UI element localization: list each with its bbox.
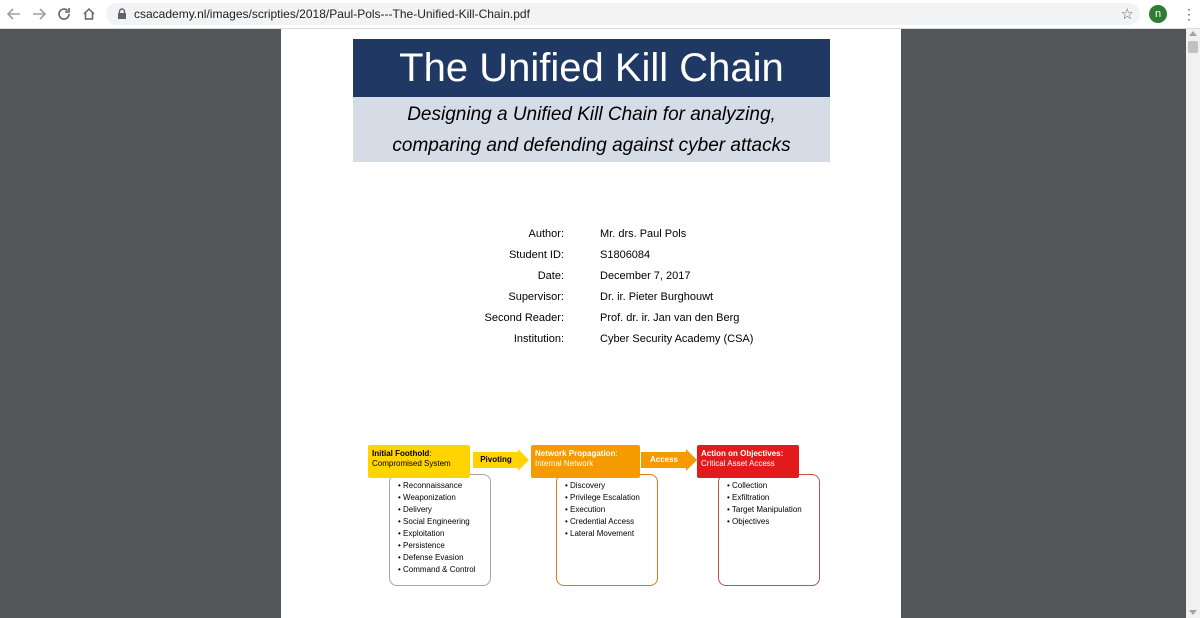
star-icon[interactable]: ☆	[1120, 6, 1134, 23]
arrow-label: Access	[641, 452, 687, 468]
reload-icon[interactable]	[54, 4, 74, 24]
info-label: Date:	[537, 270, 564, 282]
stage-title: Network Propagation:	[535, 449, 618, 458]
info-label: Author:	[528, 228, 564, 240]
browser-toolbar: csacademy.nl/images/scripties/2018/Paul-…	[0, 0, 1200, 29]
list-item: Exfiltration	[727, 492, 819, 504]
pdf-page: The Unified Kill Chain Designing a Unifi…	[281, 29, 901, 618]
subtitle-line-1: Designing a Unified Kill Chain for analy…	[407, 104, 776, 125]
document-subtitle: Designing a Unified Kill Chain for analy…	[353, 97, 830, 162]
info-label: Supervisor:	[508, 291, 564, 303]
subtitle-line-2: comparing and defending against cyber at…	[392, 135, 791, 156]
info-value: Cyber Security Academy (CSA)	[600, 333, 754, 345]
info-value: Mr. drs. Paul Pols	[600, 228, 687, 240]
list-item: Execution	[565, 504, 657, 516]
avatar[interactable]: n	[1149, 5, 1167, 23]
list-item: Social Engineering	[398, 516, 490, 528]
info-value: Prof. dr. ir. Jan van den Berg	[600, 312, 740, 324]
stage-list-initial-foothold: Reconnaissance Weaponization Delivery So…	[389, 474, 491, 586]
list-item: Discovery	[565, 480, 657, 492]
pdf-viewer: The Unified Kill Chain Designing a Unifi…	[0, 29, 1186, 618]
lock-icon	[118, 8, 126, 19]
list-item: Objectives	[727, 516, 819, 528]
stage-list-action-on-objectives: Collection Exfiltration Target Manipulat…	[718, 474, 820, 586]
kebab-menu-icon[interactable]: ⋮	[1182, 6, 1196, 22]
list-item: Delivery	[398, 504, 490, 516]
stage-header-action-on-objectives: Action on Objectives: Critical Asset Acc…	[697, 445, 799, 478]
list-item: Target Manipulation	[727, 504, 819, 516]
stage-header-initial-foothold: Initial Foothold: Compromised System	[368, 445, 470, 478]
list-item: Lateral Movement	[565, 528, 657, 540]
list-item: Persistence	[398, 540, 490, 552]
arrow-access: Access	[641, 449, 697, 471]
info-value: December 7, 2017	[600, 270, 691, 282]
forward-arrow-icon[interactable]	[29, 4, 49, 24]
arrow-head	[686, 449, 697, 471]
vertical-scrollbar[interactable]	[1186, 29, 1200, 618]
arrow-pivoting: Pivoting	[473, 449, 529, 471]
arrow-label: Pivoting	[473, 452, 519, 468]
url-text: csacademy.nl/images/scripties/2018/Paul-…	[134, 7, 530, 21]
document-title: The Unified Kill Chain	[353, 39, 830, 97]
stage-title: Action on Objectives:	[701, 449, 784, 458]
info-label: Student ID:	[508, 249, 564, 261]
stage-title: Initial Foothold:	[372, 449, 432, 458]
address-bar[interactable]: csacademy.nl/images/scripties/2018/Paul-…	[106, 3, 1140, 25]
scroll-thumb[interactable]	[1188, 41, 1198, 53]
info-value: S1806084	[600, 249, 651, 261]
stage-subtitle: Internal Network	[535, 459, 594, 468]
list-item: Weaponization	[398, 492, 490, 504]
back-arrow-icon[interactable]	[4, 4, 24, 24]
list-item: Privilege Escalation	[565, 492, 657, 504]
stage-header-network-propagation: Network Propagation: Internal Network	[531, 445, 640, 478]
stage-subtitle: Critical Asset Access	[701, 459, 775, 468]
home-icon[interactable]	[79, 4, 99, 24]
info-label: Institution:	[513, 333, 564, 345]
scroll-down-icon[interactable]	[1189, 610, 1197, 615]
info-value: Dr. ir. Pieter Burghouwt	[600, 291, 714, 303]
list-item: Exploitation	[398, 528, 490, 540]
list-item: Collection	[727, 480, 819, 492]
stage-list-network-propagation: Discovery Privilege Escalation Execution…	[556, 474, 658, 586]
scroll-up-icon[interactable]	[1189, 31, 1197, 36]
stage-subtitle: Compromised System	[372, 459, 451, 468]
list-item: Defense Evasion	[398, 552, 490, 564]
info-label: Second Reader:	[484, 312, 565, 324]
list-item: Credential Access	[565, 516, 657, 528]
list-item: Command & Control	[398, 564, 490, 576]
arrow-head	[518, 449, 529, 471]
list-item: Reconnaissance	[398, 480, 490, 492]
